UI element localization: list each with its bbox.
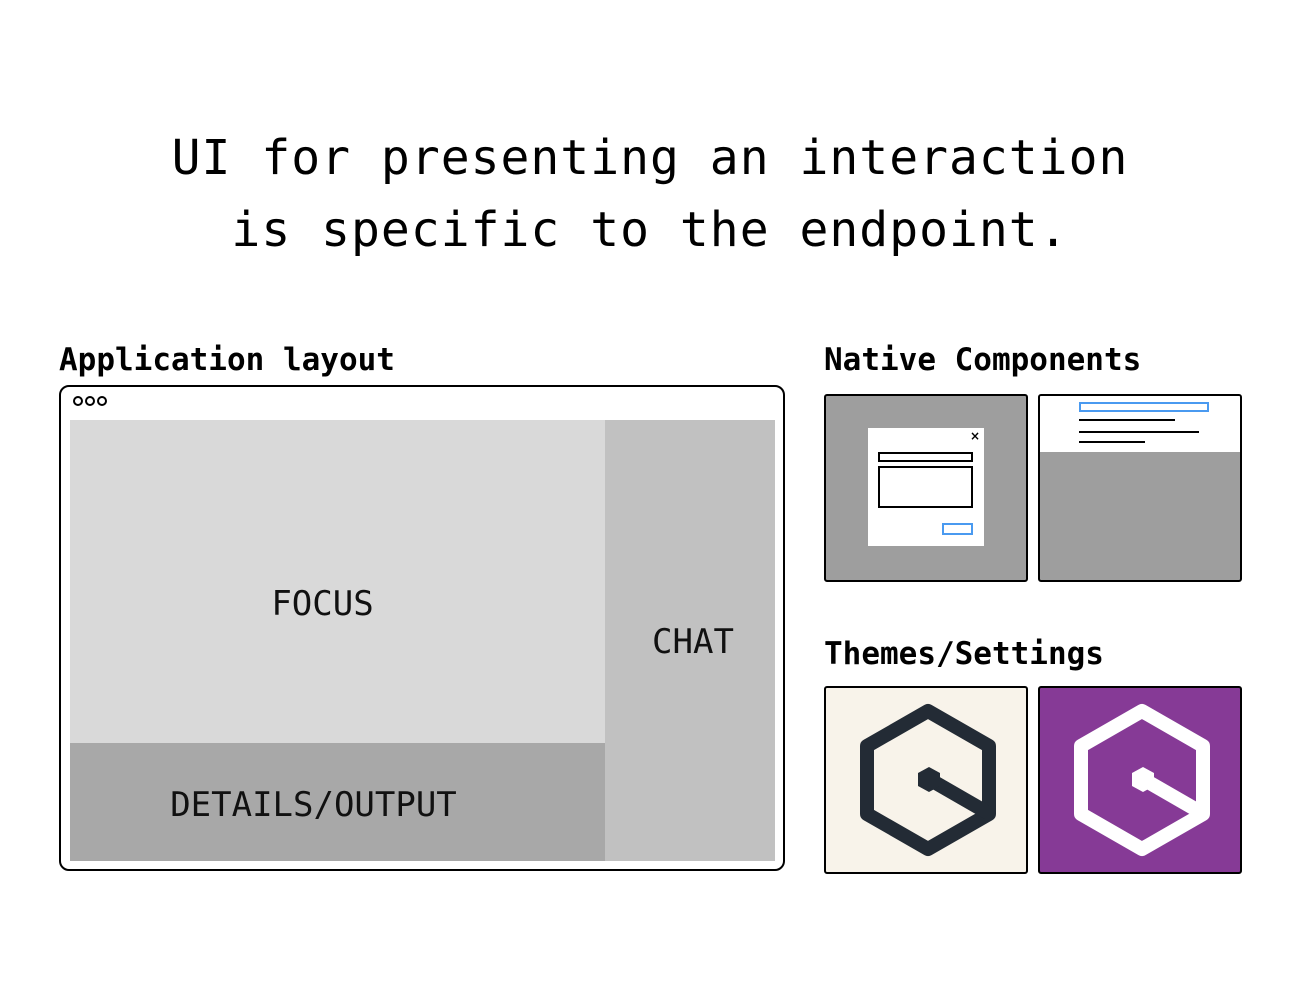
focus-pane: FOCUS	[70, 420, 605, 743]
logo-hexagon-outline	[860, 704, 996, 856]
logo-hexagon-outline	[1074, 704, 1210, 856]
window-control-dot	[85, 396, 95, 406]
window-control-dot	[73, 396, 83, 406]
headline-line-2: is specific to the endpoint.	[231, 202, 1069, 258]
purple-theme-example	[1038, 686, 1242, 874]
native-dialog-example: ×	[824, 394, 1028, 582]
details-output-pane: DETAILS/OUTPUT	[70, 743, 605, 861]
hexagon-logo-icon	[1074, 704, 1210, 856]
headline-line-1: UI for presenting an interaction	[171, 130, 1129, 186]
logo-node	[918, 767, 940, 792]
dialog-confirm-button	[942, 523, 973, 535]
themes-settings-label: Themes/Settings	[824, 636, 1104, 672]
application-window: FOCUS DETAILS/OUTPUT CHAT	[59, 385, 785, 871]
dialog-illustration: ×	[868, 428, 984, 546]
focus-pane-label: FOCUS	[271, 583, 374, 624]
dropdown-illustration	[1040, 396, 1240, 452]
window-controls	[73, 396, 107, 406]
dialog-text-area	[878, 466, 973, 508]
details-output-pane-label: DETAILS/OUTPUT	[170, 785, 457, 825]
dialog-close-icon: ×	[970, 429, 980, 443]
dialog-text-field	[878, 452, 973, 462]
dropdown-panel	[1040, 396, 1240, 452]
chat-pane-label: CHAT	[652, 621, 734, 662]
logo-node	[1132, 767, 1154, 792]
dropdown-selected-field	[1079, 402, 1209, 412]
light-theme-example	[824, 686, 1028, 874]
window-control-dot	[97, 396, 107, 406]
native-dropdown-example	[1038, 394, 1242, 582]
application-layout-label: Application layout	[59, 342, 395, 378]
hexagon-logo-icon	[860, 704, 996, 856]
native-components-label: Native Components	[824, 342, 1142, 378]
dialog-box	[868, 428, 984, 546]
headline: UI for presenting an interaction is spec…	[0, 122, 1300, 266]
chat-pane: CHAT	[605, 420, 775, 861]
